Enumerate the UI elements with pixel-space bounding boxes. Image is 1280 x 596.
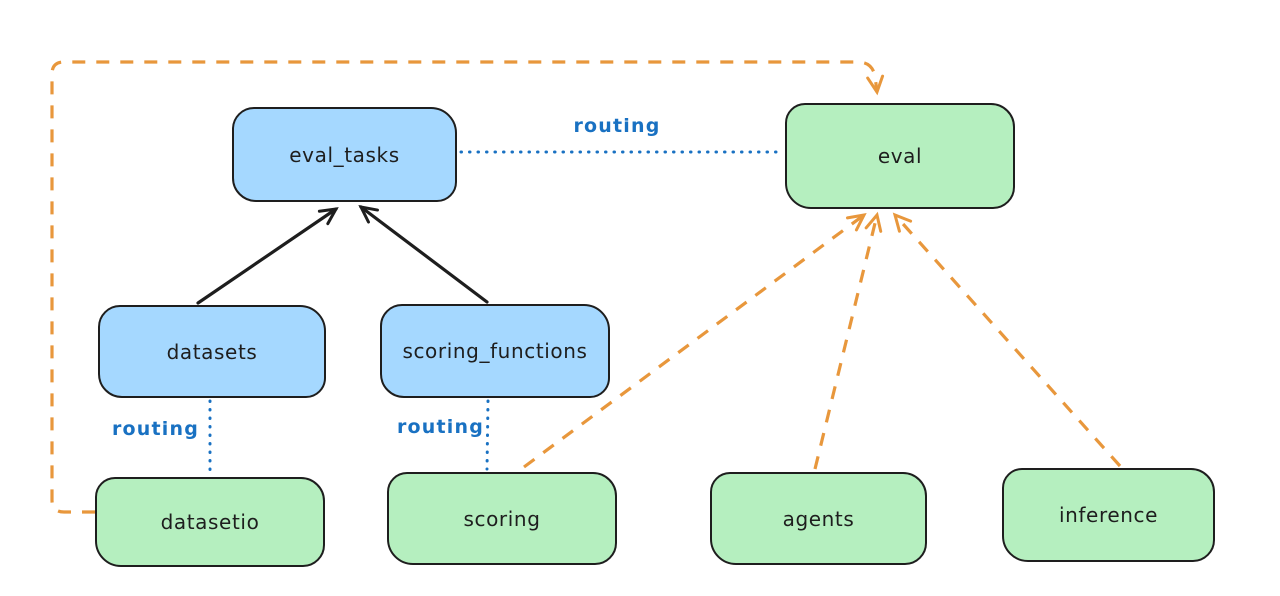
node-agents: agents	[710, 472, 927, 565]
node-eval-tasks-label: eval_tasks	[289, 142, 400, 167]
node-datasets: datasets	[98, 305, 326, 398]
node-eval-label: eval	[877, 144, 923, 168]
node-scoring-label: scoring	[463, 506, 541, 531]
edge-inference-to-eval	[892, 212, 1122, 468]
node-scoring-functions-label: scoring_functions	[402, 339, 588, 363]
node-eval-tasks: eval_tasks	[232, 107, 457, 202]
node-datasets-label: datasets	[166, 339, 258, 364]
node-eval: eval	[785, 103, 1015, 209]
node-agents-label: agents	[782, 506, 855, 531]
routing-label-datasets-datasetio: routing	[111, 418, 200, 440]
routing-label-scoring-functions-scoring: routing	[396, 416, 485, 438]
edge-agents-to-eval	[813, 211, 883, 470]
node-scoring-functions: scoring_functions	[380, 304, 610, 398]
node-datasetio: datasetio	[95, 477, 325, 567]
edge-scoring-functions-to-scoring-routing	[485, 399, 490, 471]
node-inference: inference	[1002, 468, 1215, 562]
node-scoring: scoring	[387, 472, 617, 565]
edge-datasetio-to-eval	[50, 60, 885, 514]
edge-datasets-to-eval-tasks	[196, 207, 339, 305]
routing-label-eval-tasks-eval: routing	[573, 115, 661, 137]
edge-scoring-functions-to-eval-tasks	[358, 204, 489, 304]
node-inference-label: inference	[1058, 503, 1159, 527]
node-datasetio-label: datasetio	[160, 510, 260, 534]
